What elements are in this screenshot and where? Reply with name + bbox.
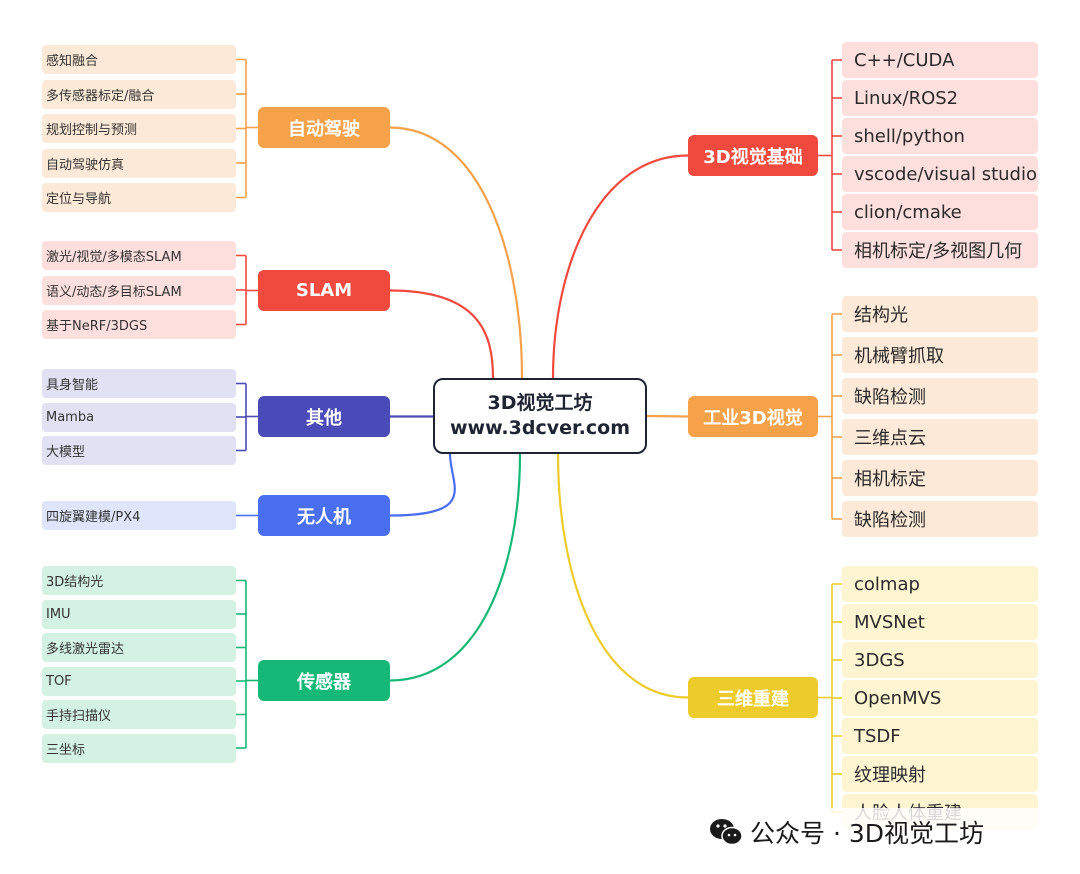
leaf-industry: 机械臂抓取 (842, 337, 1038, 373)
leaf-sensor: 三坐标 (42, 733, 236, 763)
leaf-slam: 基于NeRF/3DGS (42, 310, 236, 339)
leaf-sensor: 多线激光雷达 (42, 633, 236, 662)
branch-uav: 无人机 (258, 495, 390, 536)
leaf-industry: 相机标定 (842, 460, 1038, 496)
branch-other: 其他 (258, 396, 390, 437)
connector-slam (389, 289, 495, 379)
leaf-autodrive: 感知融合 (42, 45, 236, 74)
central-title: 3D视觉工坊 (487, 392, 593, 414)
leaf-autodrive: 定位与导航 (42, 183, 236, 212)
leaf-slam: 激光/视觉/多模态SLAM (42, 241, 236, 270)
branch-slam: SLAM (258, 270, 390, 311)
leaf-other: 具身智能 (42, 369, 236, 398)
leaf-recon: 纹理映射 (842, 756, 1038, 792)
leaf-recon: 3DGS (842, 642, 1038, 678)
connector-base3d (551, 154, 689, 379)
leaf-base3d: 相机标定/多视图几何 (842, 232, 1038, 268)
leaf-sensor: 手持扫描仪 (42, 700, 236, 729)
leaf-base3d: C++/CUDA (842, 42, 1038, 78)
leaf-industry: 结构光 (842, 296, 1038, 332)
leaf-base3d: clion/cmake (842, 194, 1038, 230)
leaf-autodrive: 自动驾驶仿真 (42, 148, 236, 178)
leaf-recon: OpenMVS (842, 680, 1038, 716)
leaf-base3d: vscode/visual studio (842, 156, 1038, 192)
connector-autodrive (389, 126, 524, 379)
leaf-base3d: Linux/ROS2 (842, 80, 1038, 116)
leaf-autodrive: 规划控制与预测 (42, 114, 236, 143)
leaf-industry: 缺陷检测 (842, 501, 1038, 537)
leaf-sensor: 3D结构光 (42, 566, 236, 595)
connector-recon (556, 453, 689, 699)
leaf-sensor: TOF (42, 666, 236, 696)
leaf-slam: 语义/动态/多目标SLAM (42, 275, 236, 305)
footer-watermark: 公众号 · 3D视觉工坊 (708, 808, 1068, 856)
central-url: www.3dcver.com (449, 417, 630, 439)
branch-industry: 工业3D视觉 (688, 396, 818, 437)
leaf-recon: TSDF (842, 718, 1038, 754)
connector-industry (646, 414, 689, 418)
leaf-base3d: shell/python (842, 118, 1038, 154)
leaf-uav: 四旋翼建模/PX4 (42, 501, 236, 530)
leaf-industry: 缺陷检测 (842, 378, 1038, 414)
branch-autodrive: 自动驾驶 (258, 107, 390, 148)
connector-uav (389, 453, 456, 517)
footer-text: 公众号 · 3D视觉工坊 (750, 819, 984, 848)
leaf-other: 大模型 (42, 436, 236, 465)
branch-base3d: 3D视觉基础 (688, 135, 818, 176)
leaf-sensor: IMU (42, 599, 236, 629)
leaf-recon: colmap (842, 566, 1038, 602)
central-topic: 3D视觉工坊 www.3dcver.com (433, 378, 647, 454)
branch-recon: 三维重建 (688, 677, 818, 718)
connector-sensor (389, 453, 522, 682)
leaf-autodrive: 多传感器标定/融合 (42, 79, 236, 109)
leaf-industry: 三维点云 (842, 419, 1038, 455)
branch-sensor: 传感器 (258, 660, 390, 701)
wechat-icon (710, 819, 743, 846)
leaf-other: Mamba (42, 402, 236, 432)
leaf-recon: MVSNet (842, 604, 1038, 640)
